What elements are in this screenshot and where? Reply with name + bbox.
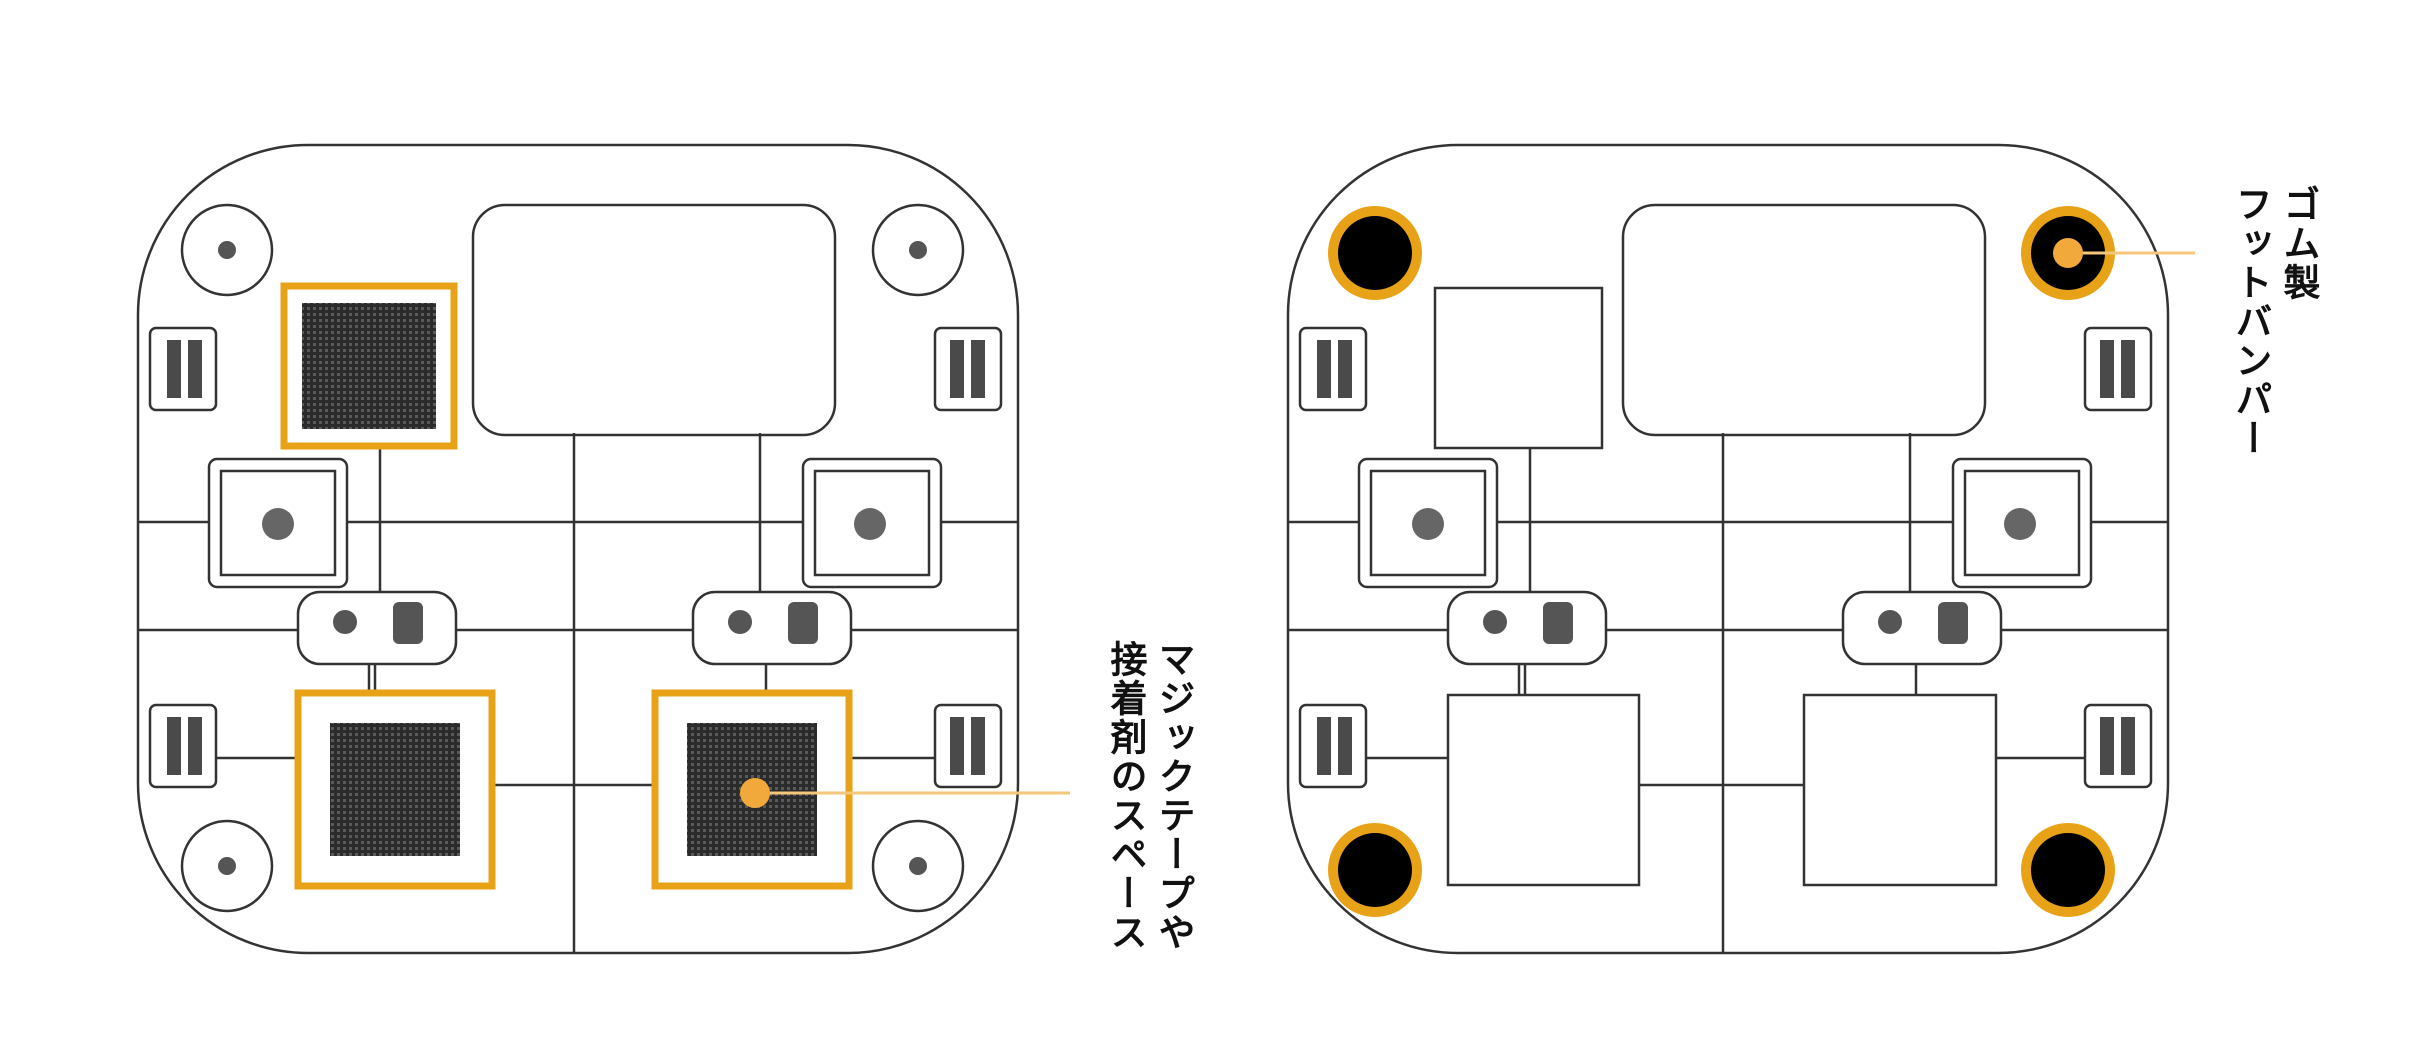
- adhesive-space-label-line2: 接着剤のスペース: [1104, 640, 1147, 952]
- right-empty-pad-bottom-right: [1802, 693, 1998, 887]
- right-connector-right: [1841, 590, 2003, 666]
- right-socket-right: [1951, 457, 2093, 589]
- left-slot-bottom-left: [148, 703, 218, 789]
- left-connector-left: [296, 590, 458, 666]
- right-slot-bottom-right: [2083, 703, 2153, 789]
- right-callout-dot: [2053, 238, 2083, 268]
- right-wiring: [1288, 433, 2168, 953]
- left-socket-left: [207, 457, 349, 589]
- right-rubber-foot-bottom-right: [2021, 823, 2115, 917]
- left-corner-screw-bottom-left: [180, 819, 274, 913]
- left-corner-screw-bottom-right: [871, 819, 965, 913]
- rubber-foot-label-line2: フットバンパー: [2229, 185, 2272, 458]
- left-connector-right: [691, 590, 853, 666]
- adhesive-space-label-line1: マジックテープや: [1152, 640, 1195, 952]
- left-slot-top-right: [933, 326, 1003, 412]
- left-adhesive-pad-top: [280, 282, 458, 450]
- right-slot-top-left: [1298, 326, 1368, 412]
- right-slot-top-right: [2083, 326, 2153, 412]
- right-rubber-foot-top-left: [1328, 206, 1422, 300]
- left-wiring: [138, 433, 1018, 953]
- right-base-plate: [1286, 143, 2170, 955]
- adhesive-space-label: マジックテープや 接着剤のスペース: [1103, 640, 1195, 952]
- rubber-foot-label: ゴム製 フットバンパー: [2228, 185, 2320, 458]
- right-slot-bottom-left: [1298, 703, 1368, 789]
- right-socket-left: [1357, 457, 1499, 589]
- right-rubber-foot-bottom-left: [1328, 823, 1422, 917]
- right-connector-left: [1446, 590, 1608, 666]
- left-corner-screw-top-left: [180, 203, 274, 297]
- left-base-plate: [136, 143, 1020, 955]
- right-empty-pad-top: [1433, 286, 1604, 450]
- left-adhesive-pad-bottom-left: [294, 689, 496, 890]
- left-slot-top-left: [148, 326, 218, 412]
- left-slot-bottom-right: [933, 703, 1003, 789]
- left-top-panel: [471, 203, 837, 437]
- left-callout-dot: [740, 778, 770, 808]
- right-top-panel: [1621, 203, 1987, 437]
- left-socket-right: [801, 457, 943, 589]
- rubber-foot-label-line1: ゴム製: [2277, 185, 2320, 302]
- left-corner-screw-top-right: [871, 203, 965, 297]
- right-empty-pad-bottom-left: [1446, 693, 1641, 887]
